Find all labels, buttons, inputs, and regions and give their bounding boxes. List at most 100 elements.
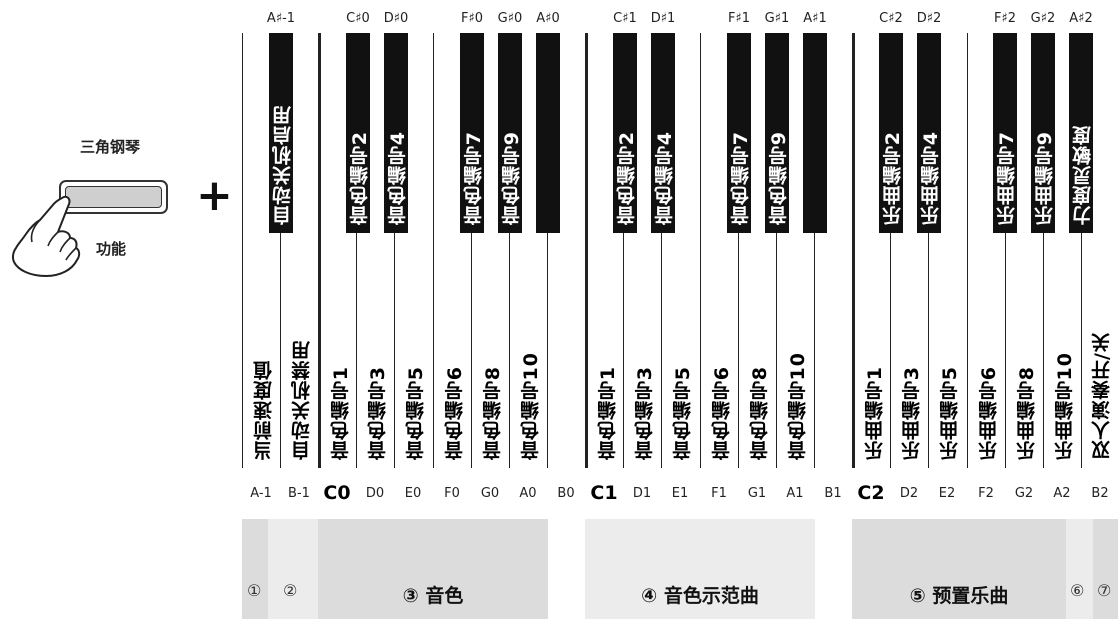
black-key-label: 音色编号9: [501, 130, 523, 225]
bottom-label: E2: [938, 486, 956, 501]
top-label: A♯1: [803, 11, 827, 26]
black-key-label: 音色编号7: [463, 130, 485, 225]
black-key[interactable]: 音色编号7: [727, 33, 752, 233]
bottom-label: B0: [557, 486, 575, 501]
zone-6-label: ⑥: [1070, 581, 1085, 600]
bottom-label: B2: [1091, 486, 1109, 501]
bottom-label: D0: [365, 486, 385, 501]
top-label: D♯1: [650, 11, 676, 26]
top-label: D♯2: [916, 11, 942, 26]
white-key-label: 自动关机禁用: [290, 340, 313, 460]
bottom-label: C0: [323, 482, 351, 504]
white-key-label: 音色编号5: [405, 365, 427, 460]
black-key[interactable]: 音色编号9: [498, 33, 523, 233]
white-key-label: 双人演奏开/关: [1091, 332, 1113, 460]
bottom-label: E0: [404, 486, 422, 501]
black-key[interactable]: 音色编号4: [384, 33, 409, 233]
top-label: C♯1: [613, 11, 637, 26]
black-key[interactable]: 乐曲编号4: [917, 33, 942, 233]
bottom-label: C2: [857, 482, 885, 504]
bottom-label: B-1: [288, 486, 310, 501]
zone-5-songs: ⑤ 预置乐曲: [852, 519, 1066, 619]
white-key-label: 音色编号8: [748, 365, 771, 460]
zone-2-label: ②: [283, 581, 298, 600]
black-key[interactable]: 乐曲编号2: [879, 33, 904, 233]
top-label: F♯2: [993, 11, 1017, 26]
top-label: D♯0: [383, 11, 409, 26]
black-key[interactable]: 音色编号4: [651, 33, 676, 233]
white-key-label: 乐曲编号10: [1053, 351, 1076, 460]
function-button[interactable]: [59, 180, 168, 214]
black-key-label: 乐曲编号4: [920, 130, 942, 225]
black-key[interactable]: 力度灵敏度: [1069, 33, 1094, 233]
top-label: C♯0: [346, 11, 370, 26]
black-key[interactable]: 音色编号2: [613, 33, 638, 233]
black-key-label: 音色编号4: [387, 130, 409, 225]
zone-1: ①: [242, 519, 268, 619]
white-key-label: 音色编号8: [481, 365, 504, 460]
white-key-label: 音色编号6: [710, 365, 733, 460]
black-key[interactable]: [536, 33, 560, 233]
black-key-label: 乐曲编号7: [996, 130, 1018, 225]
white-key-label: 音色编号1: [329, 365, 352, 460]
zone-3-tone: ③ 音色: [318, 519, 548, 619]
white-key-label: 乐曲编号8: [1015, 365, 1038, 460]
black-key-label: 音色编号4: [654, 130, 676, 225]
bottom-label: G0: [480, 486, 500, 501]
black-key-label: 音色编号2: [616, 130, 638, 225]
bottom-label: E1: [671, 486, 689, 501]
black-key[interactable]: 音色编号9: [765, 33, 790, 233]
top-label: F♯1: [727, 11, 751, 26]
white-key-label: 当前速度值: [252, 360, 275, 460]
zone-1-label: ①: [247, 581, 262, 600]
function-label: 功能: [96, 240, 127, 258]
white-key-label: 乐曲编号5: [939, 365, 961, 460]
black-key[interactable]: 自动关机启用: [269, 33, 294, 233]
white-key-label: 乐曲编号3: [900, 365, 923, 460]
bottom-label: B1: [824, 486, 842, 501]
top-label: C♯2: [879, 11, 903, 26]
bottom-label: A1: [786, 486, 804, 501]
bottom-label: A2: [1053, 486, 1071, 501]
black-key[interactable]: 音色编号2: [346, 33, 371, 233]
black-key[interactable]: 音色编号7: [460, 33, 485, 233]
bottom-label: G2: [1014, 486, 1034, 501]
instrument-label: 三角钢琴: [80, 138, 141, 156]
pressing-hand-icon: [11, 195, 81, 277]
zone-7-label: ⑦: [1097, 581, 1112, 600]
white-key-label: 音色编号5: [672, 365, 694, 460]
black-key-label: 自动关机启用: [272, 105, 294, 225]
zone-6: ⑥: [1066, 519, 1093, 619]
bottom-label: G1: [747, 486, 767, 501]
top-label: G♯2: [1030, 11, 1056, 26]
black-key-label: 乐曲编号2: [882, 130, 904, 225]
bottom-label: F2: [978, 486, 994, 501]
zone-5-label: ⑤ 预置乐曲: [909, 585, 1009, 607]
black-key-label: 力度灵敏度: [1072, 125, 1094, 225]
zone-4-label: ④ 音色示范曲: [641, 585, 759, 607]
black-key-label: 音色编号7: [730, 130, 752, 225]
white-key-label: 音色编号1: [596, 365, 619, 460]
top-label: F♯0: [460, 11, 484, 26]
white-key-label: 音色编号10: [786, 351, 809, 460]
zone-3-label: ③ 音色: [402, 585, 464, 607]
top-label: A♯2: [1069, 11, 1093, 26]
bottom-label: F0: [444, 486, 460, 501]
white-key-label: 音色编号3: [366, 365, 389, 460]
white-key-label: 乐曲编号1: [863, 365, 886, 460]
white-key-label: 音色编号6: [443, 365, 466, 460]
black-key[interactable]: 乐曲编号7: [993, 33, 1018, 233]
zone-7: ⑦: [1093, 519, 1118, 619]
bottom-label: A0: [519, 486, 537, 501]
black-key[interactable]: 乐曲编号9: [1031, 33, 1056, 233]
black-key-label: 乐曲编号9: [1034, 130, 1056, 225]
top-label: G♯0: [497, 11, 523, 26]
bottom-label: D1: [632, 486, 652, 501]
white-key-label: 乐曲编号6: [977, 365, 1000, 460]
black-key-label: 音色编号2: [349, 130, 371, 225]
zone-2: ②: [268, 519, 318, 619]
black-key[interactable]: [803, 33, 827, 233]
top-label: A♯-1: [266, 11, 296, 26]
white-key-label: 音色编号3: [633, 365, 656, 460]
bottom-label: A-1: [250, 486, 272, 501]
